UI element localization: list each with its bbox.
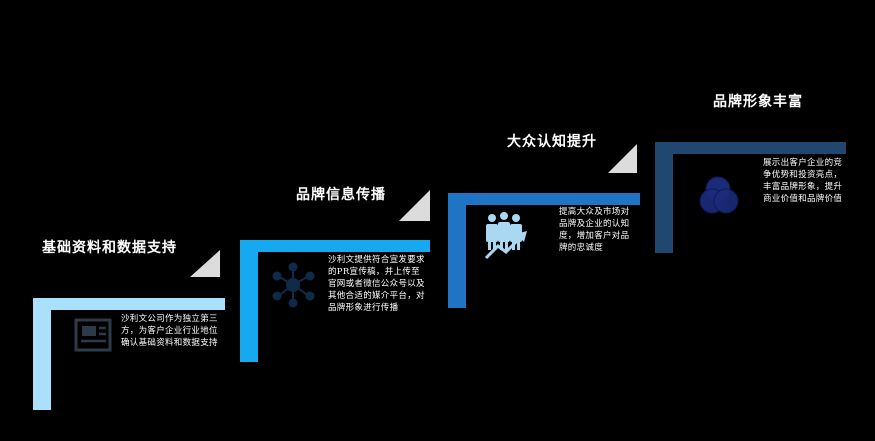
step-4-description: 展示出客户企业的竞争优势和投资亮点，丰富品牌形象，提升商业价值和品牌价值 <box>763 158 843 204</box>
step-2-title: 品牌信息传播 <box>296 187 386 203</box>
overlap-circles-icon <box>699 176 739 214</box>
step-3-title: 大众认知提升 <box>507 134 597 150</box>
step-3-description: 提高大众及市场对品牌及企业的认知度，增加客户对品牌的忠诚度 <box>559 207 630 253</box>
step-1-description: 沙利文公司作为独立第三方，为客户企业行业地位确认基础资料和数据支持 <box>121 314 218 348</box>
step-3-shape <box>448 144 640 308</box>
step-2-shape <box>240 190 430 362</box>
document-icon <box>74 318 112 352</box>
step-1-title: 基础资料和数据支持 <box>42 240 177 256</box>
step-4-title: 品牌形象丰富 <box>713 94 803 110</box>
step-2-description: 沙利文提供符合宣发要求的PR宣传稿，并上传至官网或者微信公众号以及其他合适的媒介… <box>328 255 425 313</box>
step-1-shape <box>33 250 225 410</box>
network-nodes-icon <box>272 262 315 308</box>
step-4-shape <box>655 142 846 253</box>
people-growth-icon <box>484 212 527 260</box>
